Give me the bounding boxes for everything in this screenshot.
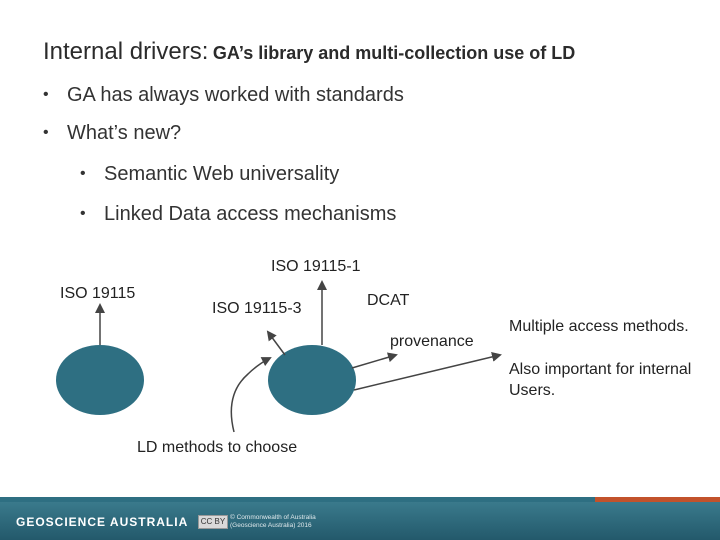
footer-bar: GEOSCIENCE AUSTRALIA CC BY © Commonwealt… (0, 502, 720, 540)
slide-title-main: Internal drivers: (43, 38, 209, 65)
bullet-dot-icon: • (80, 205, 86, 222)
bullet-dot-icon: • (43, 124, 49, 141)
label-iso19115-1: ISO 19115-1 (271, 258, 361, 275)
collection-node-left (56, 345, 144, 415)
arrow-iso19115-3 (266, 330, 286, 356)
label-provenance: provenance (390, 333, 474, 350)
bullet-dot-icon: • (80, 165, 86, 182)
arrow-external (353, 352, 502, 391)
note-multiple-access: Multiple access methods. (509, 318, 689, 335)
label-iso19115: ISO 19115 (60, 285, 136, 302)
footer-divider-accent (595, 497, 720, 502)
bullet-item: •GA has always worked with standards (43, 84, 404, 106)
label-dcat: DCAT (367, 292, 410, 309)
collection-node-right (268, 345, 356, 415)
sub-bullet-item: •Linked Data access mechanisms (80, 203, 397, 225)
bullet-item: •What’s new? (43, 122, 182, 144)
brand-logo: GEOSCIENCE AUSTRALIA (16, 515, 189, 529)
note-internal-users: Also important for internal Users. (509, 361, 692, 399)
sub-bullet-item: •Semantic Web universality (80, 163, 340, 185)
label-iso19115-3: ISO 19115-3 (212, 300, 302, 317)
arrow-ld-methods (230, 357, 272, 433)
copyright-text: © Commonwealth of Australia (Geoscience … (230, 514, 316, 529)
bullet-dot-icon: • (43, 86, 49, 103)
slide-title: Internal drivers: GA’s library and multi… (43, 38, 575, 66)
footer-divider (0, 497, 595, 502)
label-ld-methods: LD methods to choose (137, 439, 298, 456)
arrow-provenance (351, 352, 398, 369)
slide-title-sub: GA’s library and multi-collection use of… (212, 43, 576, 63)
cc-license-icon: CC BY (198, 515, 228, 529)
